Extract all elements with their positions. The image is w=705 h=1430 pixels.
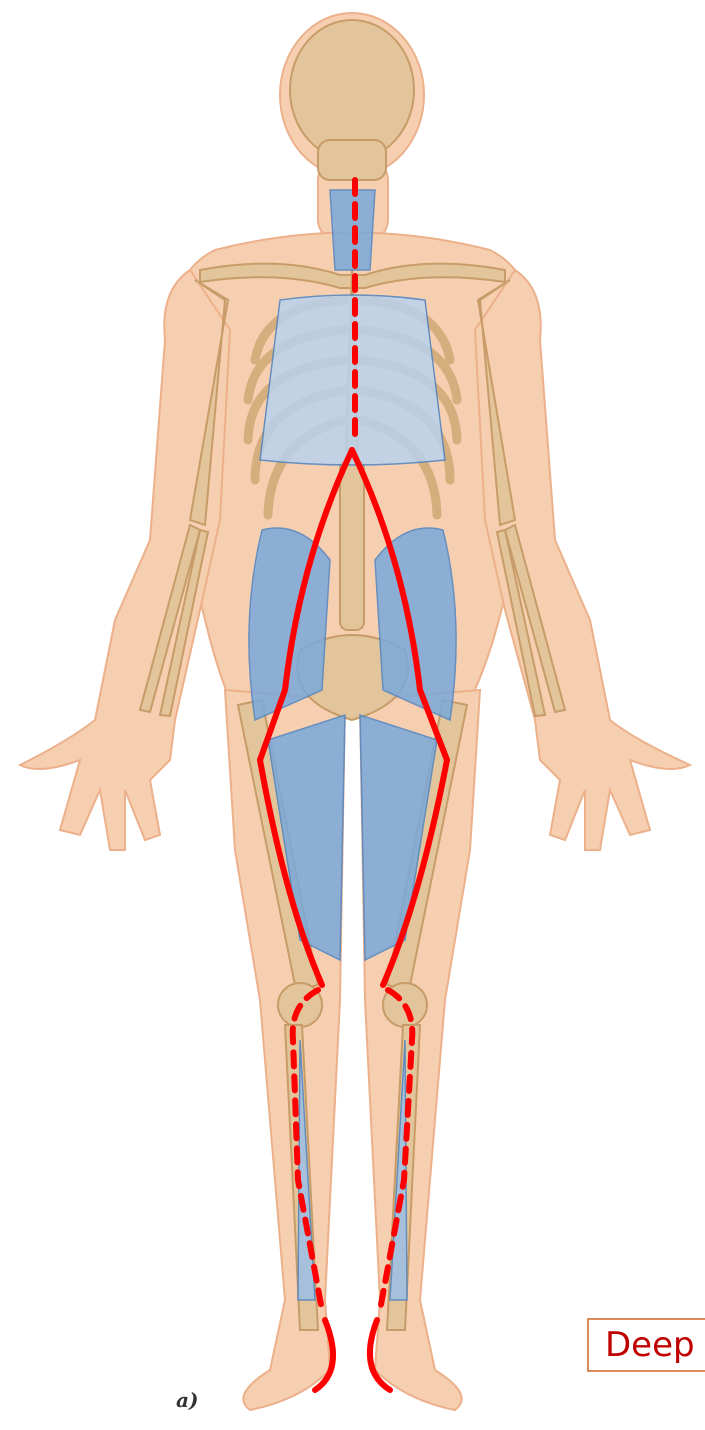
deep-tag-text: Deep bbox=[605, 1320, 695, 1370]
deep-tag-box: Deep bbox=[587, 1318, 705, 1372]
panel-label: a) bbox=[176, 1388, 198, 1412]
